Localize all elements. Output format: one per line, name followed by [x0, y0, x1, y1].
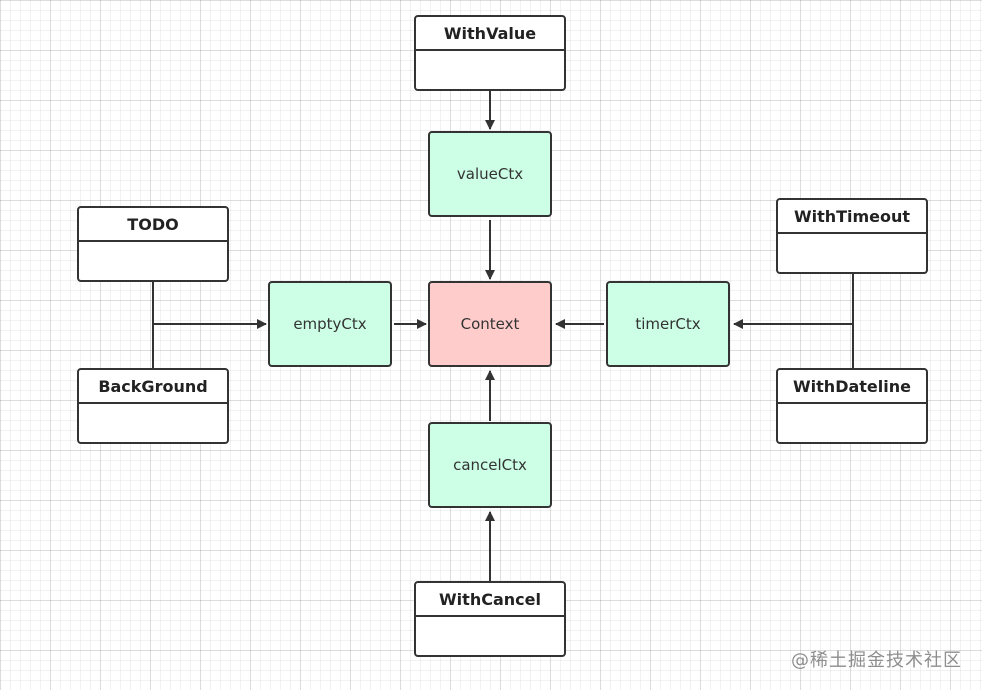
node-emptyctx-label: emptyCtx [293, 315, 367, 333]
class-withdateline-title: WithDateline [778, 370, 926, 404]
class-withcancel-title: WithCancel [416, 583, 564, 617]
node-cancelctx-label: cancelCtx [453, 456, 527, 474]
node-timerctx-label: timerCtx [635, 315, 701, 333]
class-todo-title: TODO [79, 208, 227, 242]
class-withtimeout-title: WithTimeout [778, 200, 926, 234]
node-timerctx[interactable]: timerCtx [606, 281, 730, 367]
class-withvalue[interactable]: WithValue [414, 15, 566, 91]
watermark: @稀土掘金技术社区 [791, 650, 962, 671]
class-withtimeout[interactable]: WithTimeout [776, 198, 928, 274]
node-valuectx-label: valueCtx [456, 165, 524, 183]
class-background-title: BackGround [79, 370, 227, 404]
class-withdateline[interactable]: WithDateline [776, 368, 928, 444]
node-valuectx[interactable]: valueCtx [428, 131, 552, 217]
class-withvalue-title: WithValue [416, 17, 564, 51]
node-context[interactable]: Context [428, 281, 552, 367]
node-emptyctx[interactable]: emptyCtx [268, 281, 392, 367]
class-background[interactable]: BackGround [77, 368, 229, 444]
class-withcancel[interactable]: WithCancel [414, 581, 566, 657]
node-context-label: Context [460, 315, 520, 333]
class-todo[interactable]: TODO [77, 206, 229, 282]
node-cancelctx[interactable]: cancelCtx [428, 422, 552, 508]
